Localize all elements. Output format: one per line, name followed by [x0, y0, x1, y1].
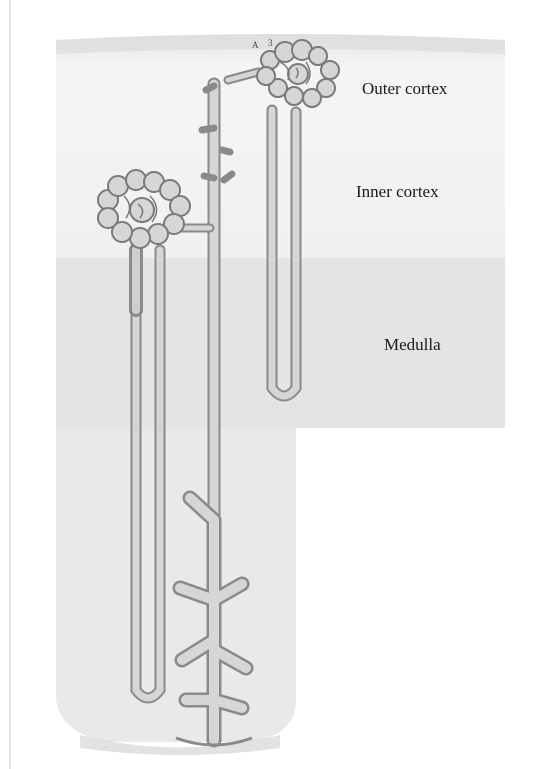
svg-text:3: 3 [268, 38, 273, 48]
outer-cortex-label: Outer cortex [362, 79, 447, 99]
svg-text:A: A [252, 40, 259, 50]
medulla-label: Medulla [384, 335, 441, 355]
inner-cortex-label: Inner cortex [356, 182, 439, 202]
